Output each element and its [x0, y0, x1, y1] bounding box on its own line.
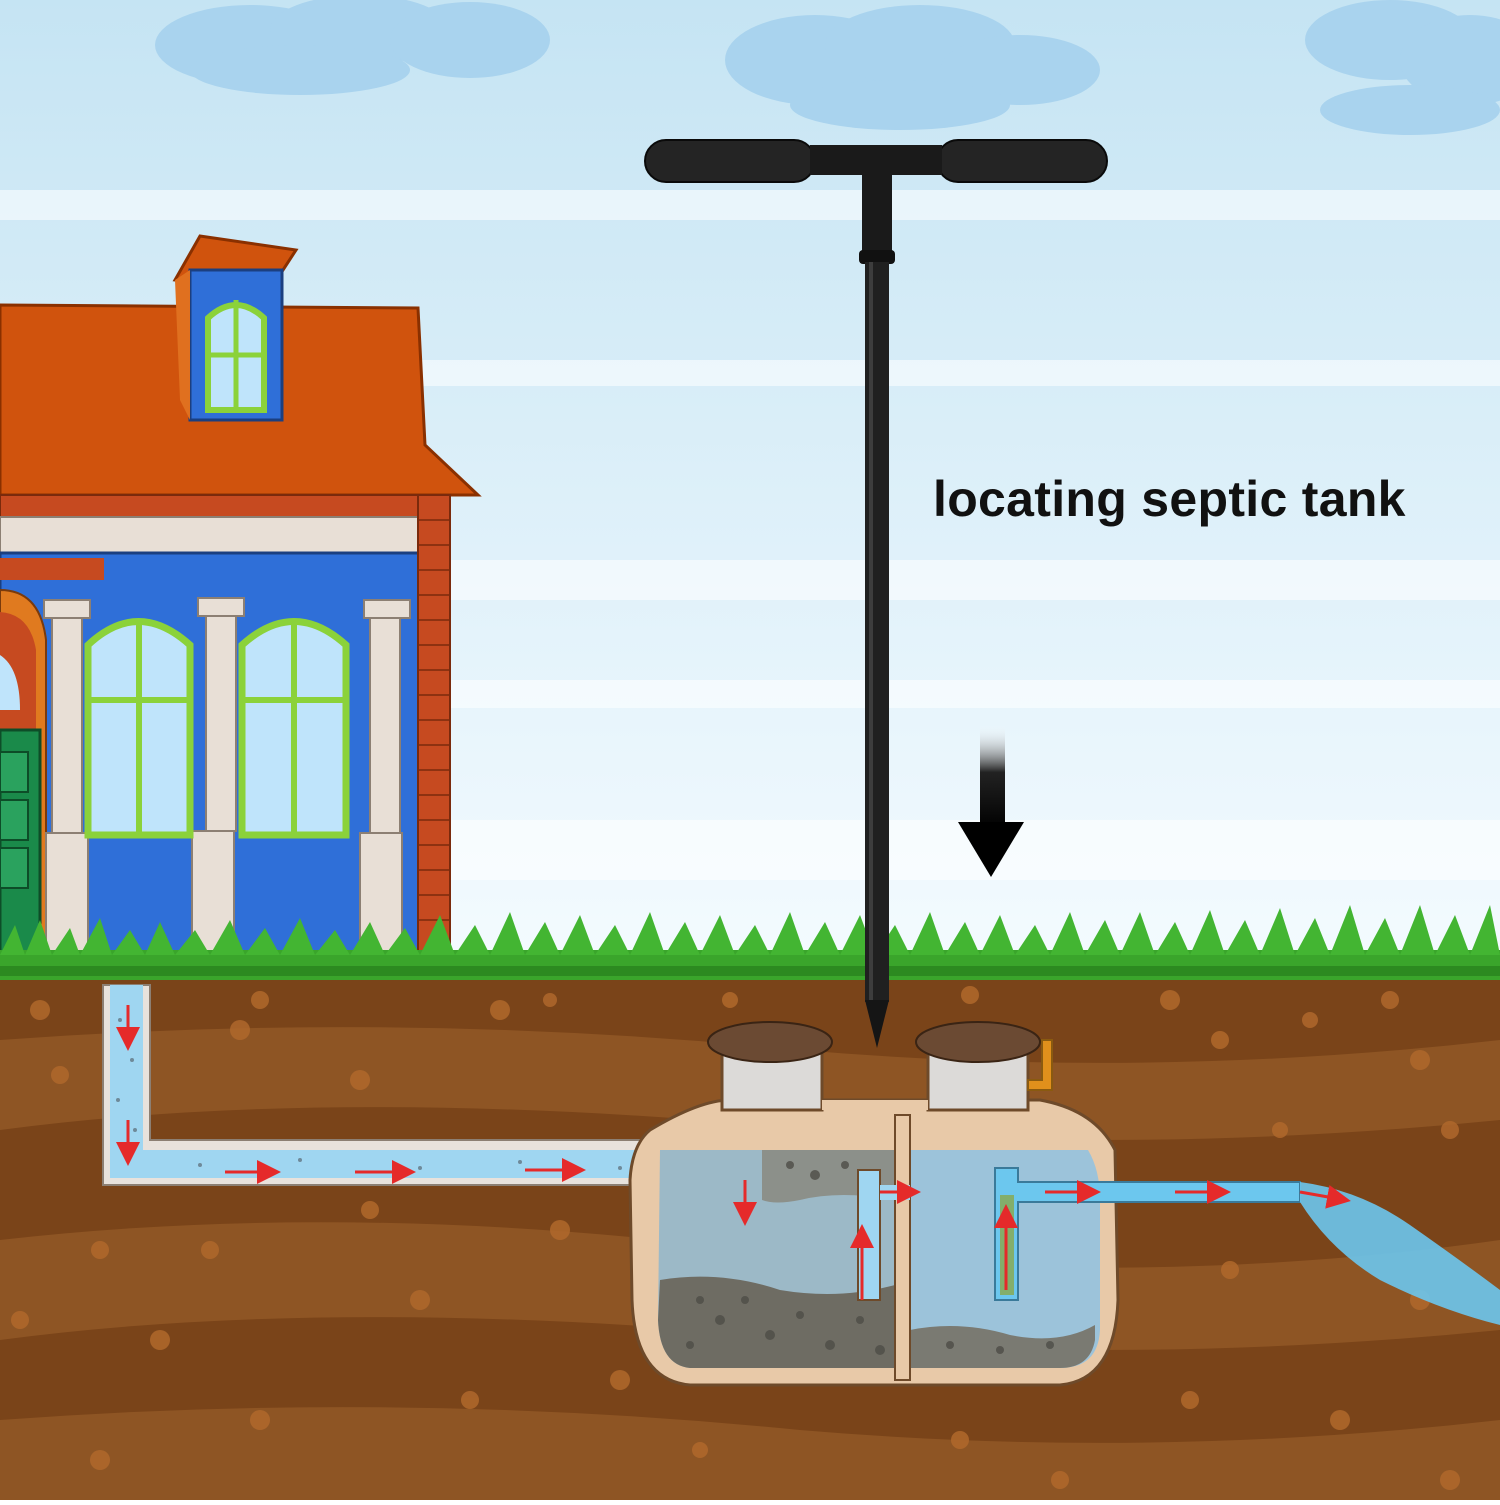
grass — [0, 905, 1500, 980]
eave-band — [0, 494, 451, 518]
probe-shaft — [865, 262, 889, 1002]
caption: locating septic tank — [933, 471, 1406, 527]
house-window-right — [238, 618, 350, 839]
outflow-water — [1300, 1182, 1500, 1325]
flow-arrow-icon — [1299, 1185, 1351, 1209]
septic-tank — [628, 1021, 1301, 1387]
columns — [43, 597, 411, 954]
down-arrow-icon — [958, 725, 1024, 877]
dormer-window — [205, 300, 267, 413]
tank-divider — [894, 1114, 911, 1381]
probe-handle-right — [936, 139, 1108, 183]
probe-handle-left — [644, 139, 816, 183]
house — [0, 234, 482, 955]
vent-pipe — [1027, 1039, 1053, 1091]
probe-tip — [865, 1000, 889, 1048]
house-window-left — [84, 618, 194, 839]
entrance-arch — [0, 558, 104, 955]
lid-left — [707, 1021, 833, 1063]
brick-column — [417, 494, 451, 954]
flow-arrows — [116, 1005, 1351, 1300]
sludge-right — [910, 1325, 1095, 1368]
sludge-left — [658, 1276, 895, 1368]
septic-probe-tool — [644, 139, 1108, 1048]
dormer-side — [175, 270, 190, 420]
clouds — [155, 0, 1500, 135]
lid-right — [915, 1021, 1041, 1063]
probe-tee-joint — [862, 170, 892, 260]
